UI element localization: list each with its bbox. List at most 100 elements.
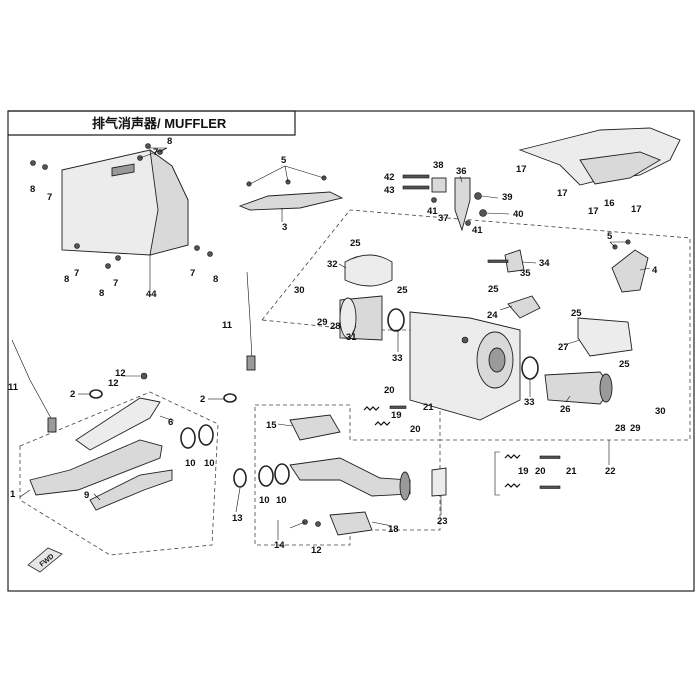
heat-shield-32 [344, 254, 393, 287]
callout-25: 25 [571, 308, 582, 319]
callout-37: 37 [438, 213, 449, 224]
callout-19: 19 [518, 466, 529, 477]
callout-43: 43 [384, 185, 395, 196]
callout-9: 9 [84, 490, 89, 501]
callout-15: 15 [266, 420, 277, 431]
callout-10: 10 [204, 458, 215, 469]
callout-17: 17 [631, 204, 642, 215]
callout-17: 17 [557, 188, 568, 199]
forward-arrow-icon: FWD [27, 547, 63, 573]
callout-12: 12 [115, 368, 126, 379]
gasket-10 [274, 463, 290, 485]
muffler-assembly-22-boundary [261, 209, 691, 441]
gasket-13 [233, 468, 247, 488]
header-pipe-9 [89, 469, 173, 511]
callout-7: 7 [190, 268, 195, 279]
muffler-body [409, 311, 521, 421]
callout-20: 20 [410, 424, 421, 435]
callout-30: 30 [294, 285, 305, 296]
o2-sensor-11-cable [246, 271, 253, 361]
o2-sensor-11-right [246, 355, 256, 371]
callout-14: 14 [274, 540, 285, 551]
callout-25: 25 [350, 238, 361, 249]
gasket-33 [387, 308, 405, 332]
callout-8: 8 [167, 136, 172, 147]
callout-7: 7 [47, 192, 52, 203]
callout-labels: 1 2 2 3 4 5 5 6 7 7 7 7 7 8 8 8 8 8 9 10… [8, 136, 666, 556]
callout-10: 10 [276, 495, 287, 506]
pipe-15 [289, 414, 341, 441]
gasket-10 [180, 427, 196, 449]
callout-8: 8 [213, 274, 218, 285]
callout-5: 5 [281, 155, 287, 166]
title-box [8, 110, 296, 136]
header-pipe-1-boundary [19, 391, 219, 556]
heat-shield-44 [61, 149, 189, 256]
callout-22: 22 [605, 466, 616, 477]
callout-20: 20 [384, 385, 395, 396]
nut-12 [140, 372, 148, 380]
callout-2: 2 [70, 389, 75, 400]
callout-6: 6 [168, 417, 173, 428]
o2-sensor-11-left [47, 417, 57, 433]
callout-41: 41 [427, 206, 438, 217]
spring-19 [374, 421, 391, 426]
bolt-20 [389, 405, 407, 409]
callout-36: 36 [456, 166, 467, 177]
callout-10: 10 [185, 458, 196, 469]
callout-10: 10 [259, 495, 270, 506]
callout-29: 29 [317, 317, 328, 328]
callout-34: 34 [539, 258, 550, 269]
bracket-4 [611, 249, 649, 293]
gasket-2 [89, 389, 103, 399]
spring-group-bracket [494, 451, 500, 496]
callout-41: 41 [472, 225, 483, 236]
callout-21: 21 [423, 402, 434, 413]
callout-40: 40 [513, 209, 524, 220]
callout-32: 32 [327, 259, 338, 270]
callout-25: 25 [397, 285, 408, 296]
bolt-20 [539, 455, 561, 459]
callout-17: 17 [588, 206, 599, 217]
callout-28: 28 [615, 423, 626, 434]
callout-12: 12 [311, 545, 322, 556]
callout-12: 12 [108, 378, 119, 389]
callout-27: 27 [558, 342, 569, 353]
bolt-20 [539, 485, 561, 489]
callout-11: 11 [222, 320, 233, 331]
callout-5: 5 [607, 231, 613, 242]
bracket-3-bolt [246, 181, 252, 187]
callout-17: 17 [516, 164, 527, 175]
callout-29: 29 [630, 423, 641, 434]
callout-19: 19 [391, 410, 402, 421]
callout-7: 7 [74, 268, 79, 279]
callout-11: 11 [8, 382, 19, 393]
shield-44-bolts [30, 143, 213, 269]
callout-33: 33 [392, 353, 403, 364]
callout-16: 16 [604, 198, 615, 209]
callout-30: 30 [655, 406, 666, 417]
callout-7: 7 [113, 278, 118, 289]
callout-23: 23 [437, 516, 448, 527]
leader-lines [19, 147, 651, 540]
catalyst-18 [329, 511, 373, 536]
callout-21: 21 [566, 466, 577, 477]
callout-31: 31 [346, 332, 357, 343]
mount-hardware-36-43 [402, 174, 487, 232]
callout-3: 3 [282, 222, 287, 233]
callout-18: 18 [388, 524, 399, 535]
callout-1: 1 [10, 489, 16, 500]
o2-sensor-11-cable [11, 339, 53, 421]
heat-shield-6 [75, 397, 161, 451]
nut-12 [315, 521, 321, 527]
bolt-35 [487, 259, 509, 263]
clamp-34 [504, 249, 525, 273]
callout-33: 33 [524, 397, 535, 408]
callout-39: 39 [502, 192, 513, 203]
spring-19 [504, 483, 521, 488]
callout-4: 4 [652, 265, 658, 276]
callout-8: 8 [64, 274, 69, 285]
callout-13: 13 [232, 513, 243, 524]
callout-44: 44 [146, 289, 157, 300]
y-pipe-14-flange [399, 471, 411, 501]
